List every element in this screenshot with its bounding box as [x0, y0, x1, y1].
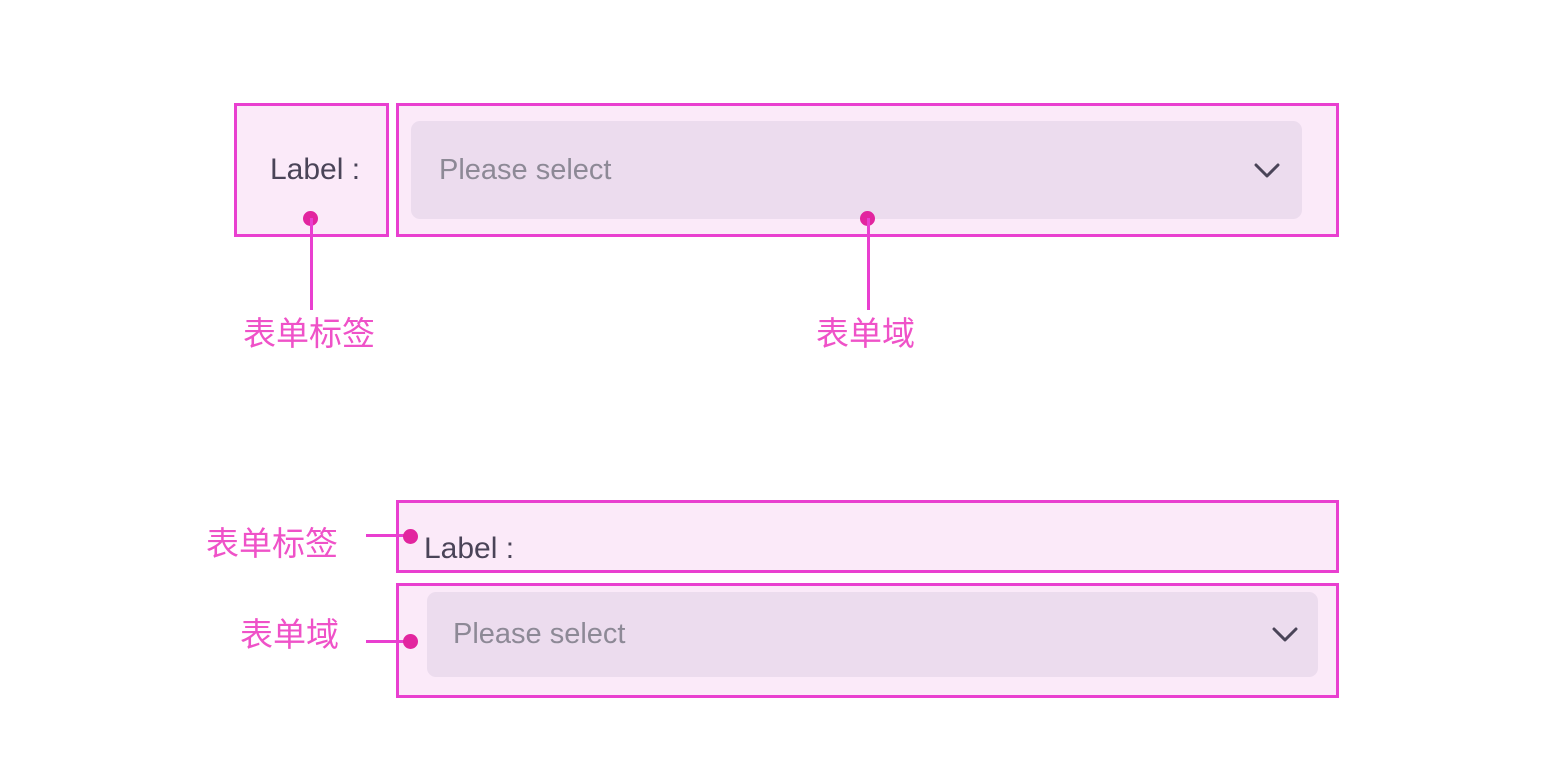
stacked-field-leader-dot	[403, 634, 418, 649]
stacked-label-callout: 表单标签	[206, 524, 338, 563]
stacked-field-callout: 表单域	[240, 615, 339, 654]
stacked-field-leader-line	[366, 640, 410, 643]
stacked-select-placeholder: Please select	[453, 618, 626, 650]
inline-label-leader-line	[310, 218, 313, 310]
stacked-form-label-region	[396, 500, 1339, 573]
chevron-down-icon[interactable]	[1272, 627, 1298, 642]
stacked-label-leader-dot	[403, 529, 418, 544]
inline-field-leader-line	[867, 218, 870, 310]
inline-select-placeholder: Please select	[439, 153, 612, 186]
inline-field-callout: 表单域	[816, 314, 915, 353]
stacked-form-label: Label :	[424, 532, 515, 565]
inline-label-callout: 表单标签	[243, 314, 375, 353]
stacked-select-control[interactable]: Please select	[427, 592, 1318, 677]
inline-select-control[interactable]: Please select	[411, 121, 1302, 219]
inline-form-label: Label :	[270, 153, 361, 186]
stacked-label-leader-line	[366, 534, 410, 537]
chevron-down-icon[interactable]	[1254, 163, 1280, 178]
